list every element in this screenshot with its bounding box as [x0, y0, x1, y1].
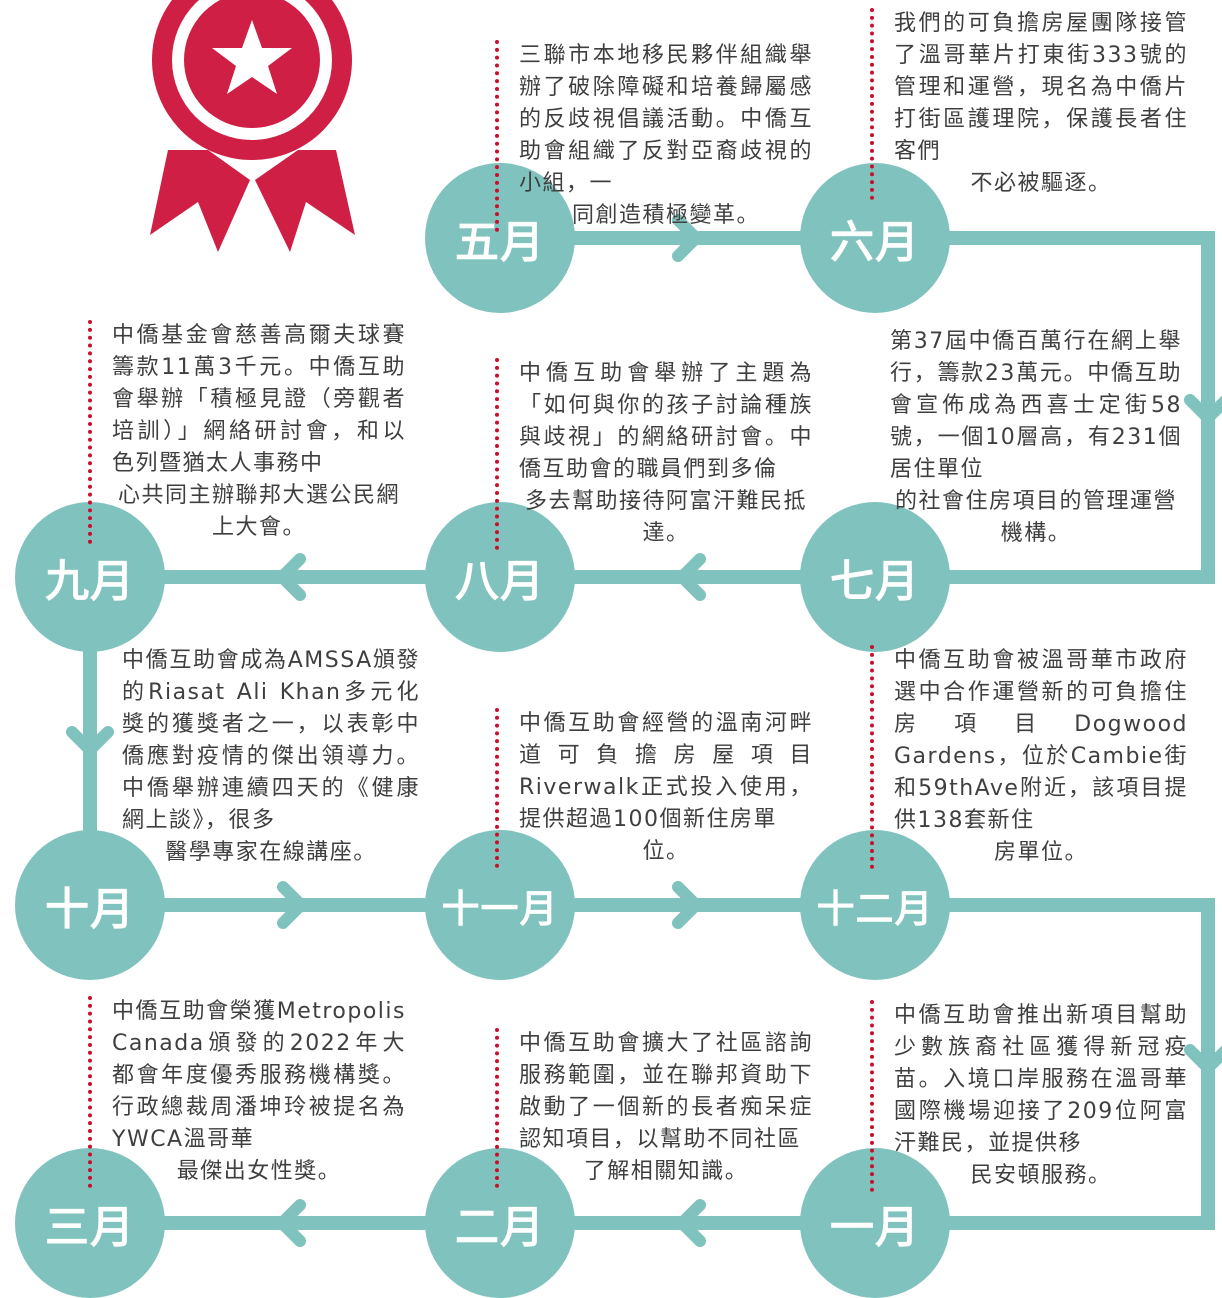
chevron-left-icon [676, 1199, 706, 1247]
month-node-september: 九月 [15, 502, 165, 652]
entry-july: 第37屆中僑百萬行在網上舉行，籌款23萬元。中僑互助會宣佈成為西喜士定街58號，… [870, 326, 1182, 550]
month-node-december: 十二月 [800, 830, 950, 980]
entry-text: 中僑互助會被溫哥華市政府選中合作運營新的可負擔住房項目Dogwood Garde… [894, 648, 1188, 833]
chevron-left-icon [276, 553, 306, 601]
entry-june: 我們的可負擔房屋團隊接管了溫哥華片打東街333號的管理和運營，現名為中僑片打街區… [870, 8, 1188, 200]
entry-february: 中僑互助會擴大了社區諮詢服務範圍，並在聯邦資助下啟動了一個新的長者痴呆症認知項目… [495, 1028, 813, 1188]
entry-text: 中僑互助會舉辦了主題為「如何與你的孩子討論種族與歧視」的網絡研討會。中僑互助會的… [519, 361, 813, 482]
chevron-right-icon [672, 881, 702, 929]
entry-october: 中僑互助會成為AMSSA頒發的Riasat Ali Khan多元化獎的獲獎者之一… [102, 645, 420, 869]
entry-text-end: 心共同主辦聯邦大選公民網上大會。 [117, 483, 400, 540]
chevron-left-icon [276, 1199, 306, 1247]
month-node-october: 十月 [15, 830, 165, 980]
chevron-right-icon [672, 214, 702, 262]
entry-november: 中僑互助會經營的溫南河畔道可負擔房屋項目Riverwalk正式投入使用，提供超過… [495, 708, 813, 868]
entry-text-end: 多去幫助接待阿富汗難民抵達。 [524, 489, 807, 546]
award-ribbon-star-icon [150, 0, 355, 252]
entry-text-end: 位。 [642, 839, 690, 864]
entry-text-end: 醫學專家在線講座。 [165, 840, 377, 865]
chevron-down-icon [1184, 1044, 1222, 1074]
entry-text-end: 了解相關知識。 [583, 1159, 749, 1184]
entry-text-end: 不必被驅逐。 [970, 171, 1112, 196]
entry-text: 我們的可負擔房屋團隊接管了溫哥華片打東街333號的管理和運營，現名為中僑片打街區… [894, 11, 1188, 164]
month-node-august: 八月 [425, 502, 575, 652]
entry-text: 第37屆中僑百萬行在網上舉行，籌款23萬元。中僑互助會宣佈成為西喜士定街58號，… [890, 329, 1182, 482]
entry-text: 中僑互助會經營的溫南河畔道可負擔房屋項目Riverwalk正式投入使用，提供超過… [519, 711, 813, 832]
month-node-july: 七月 [800, 502, 950, 652]
entry-text: 中僑互助會擴大了社區諮詢服務範圍，並在聯邦資助下啟動了一個新的長者痴呆症認知項目… [519, 1031, 813, 1152]
month-node-november: 十一月 [425, 830, 575, 980]
chevron-down-icon [1184, 394, 1222, 424]
entry-september: 中僑基金會慈善高爾夫球賽籌款11萬3千元。中僑互助會舉辦「積極見證（旁觀者培訓）… [88, 320, 406, 544]
entry-text: 三聯市本地移民夥伴組織舉辦了破除障礙和培養歸屬感的反歧視倡議活動。中僑互助會組織… [519, 43, 813, 196]
entry-text-end: 房單位。 [993, 840, 1088, 865]
entry-december: 中僑互助會被溫哥華市政府選中合作運營新的可負擔住房項目Dogwood Garde… [870, 645, 1188, 869]
chevron-down-icon [66, 726, 114, 756]
entry-text-end: 最傑出女性獎。 [176, 1159, 342, 1184]
entry-text: 中僑互助會榮獲Metropolis Canada頒發的2022年大都會年度優秀服… [112, 999, 406, 1152]
entry-text: 中僑互助會成為AMSSA頒發的Riasat Ali Khan多元化獎的獲獎者之一… [122, 648, 420, 833]
entry-may: 三聯市本地移民夥伴組織舉辦了破除障礙和培養歸屬感的反歧視倡議活動。中僑互助會組織… [495, 40, 813, 232]
month-node-may: 五月 [425, 163, 575, 313]
direction-chevrons [66, 214, 1222, 1247]
entry-january: 中僑互助會推出新項目幫助少數族裔社區獲得新冠疫苗。入境口岸服務在溫哥華國際機場迎… [870, 1000, 1188, 1192]
entry-text-end: 的社會住房項目的管理運營機構。 [894, 489, 1177, 546]
entry-text-end: 同創造積極變革。 [571, 203, 760, 228]
month-node-june: 六月 [800, 163, 950, 313]
month-node-january: 一月 [800, 1148, 950, 1298]
entry-text-end: 民安頓服務。 [970, 1163, 1112, 1188]
chevron-left-icon [676, 553, 706, 601]
month-node-february: 二月 [425, 1148, 575, 1298]
entry-text: 中僑基金會慈善高爾夫球賽籌款11萬3千元。中僑互助會舉辦「積極見證（旁觀者培訓）… [112, 323, 406, 476]
entry-text: 中僑互助會推出新項目幫助少數族裔社區獲得新冠疫苗。入境口岸服務在溫哥華國際機場迎… [894, 1003, 1188, 1156]
entry-august: 中僑互助會舉辦了主題為「如何與你的孩子討論種族與歧視」的網絡研討會。中僑互助會的… [495, 358, 813, 550]
chevron-right-icon [277, 881, 307, 929]
entry-march: 中僑互助會榮獲Metropolis Canada頒發的2022年大都會年度優秀服… [88, 996, 406, 1188]
